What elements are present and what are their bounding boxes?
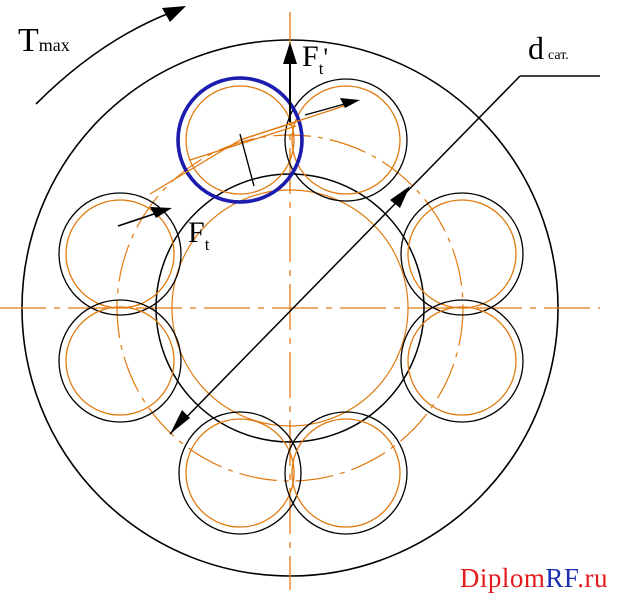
diameter-dimension: [169, 75, 600, 435]
satellite-circle: [58, 299, 182, 423]
satellite-orange-circle: [407, 199, 517, 309]
torque-label-sub: max: [38, 35, 70, 55]
diameter-arrow-head-bottom: [170, 410, 190, 434]
satellite-group: [58, 78, 524, 535]
diameter-label-sub: сат.: [548, 48, 569, 63]
watermark-part2: RF: [545, 563, 578, 593]
force-left-label-main: F: [188, 216, 205, 249]
force-top-label-sub: t: [318, 59, 324, 78]
satellite-orange-circle: [407, 306, 517, 416]
torque-label: Tmax: [18, 22, 70, 60]
satellite-circle: [400, 299, 524, 423]
satellite-circle: [284, 411, 408, 535]
force-left-label-sub: t: [204, 235, 210, 254]
diameter-label: d сат.: [528, 30, 569, 67]
watermark-part3: .ru: [577, 563, 608, 593]
force-top-arrow: [283, 42, 297, 122]
torque-label-main: T: [18, 22, 39, 59]
force-top-label-prime: ': [323, 43, 329, 72]
sun-gear-pitch-circle: [171, 189, 409, 427]
watermark: DiplomRF.ru: [460, 563, 608, 594]
satellite-orange-circle: [65, 199, 175, 309]
force-left-arrow: [117, 207, 172, 227]
satellite-circle: [178, 411, 302, 535]
satellite-orange-circle: [291, 418, 401, 528]
radius-marker-line: [239, 133, 255, 187]
force-top-label-main: F: [302, 40, 319, 73]
diameter-label-main: d: [528, 30, 544, 66]
satellite-circle: [400, 192, 524, 316]
satellite-orange-circle: [185, 85, 295, 195]
watermark-part1: Diplom: [459, 563, 546, 593]
satellite-circle: [58, 192, 182, 316]
satellite-orange-circle: [185, 418, 295, 528]
torque-arrow: [35, 6, 186, 105]
satellite-circle: [284, 78, 408, 202]
highlighted-satellite-circle: [176, 76, 304, 204]
tangential-arrow-right: [304, 98, 360, 116]
satellite-orange-circle: [291, 85, 401, 195]
force-top-label: Ft': [302, 40, 329, 78]
diameter-arrow-head-top: [390, 186, 410, 208]
satellite-orange-circle: [65, 306, 175, 416]
force-left-label: Ft: [188, 216, 209, 254]
